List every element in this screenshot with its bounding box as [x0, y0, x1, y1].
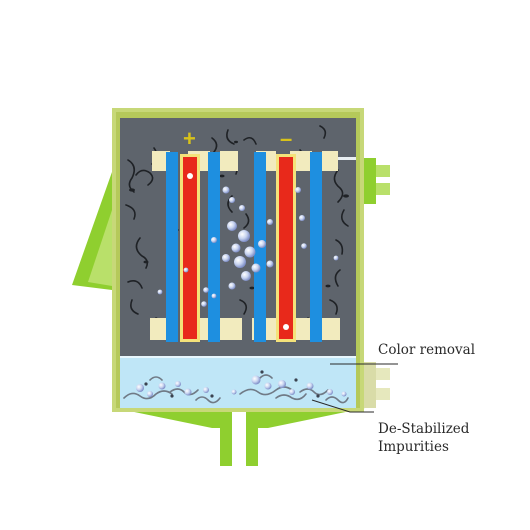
anode-plate-negative [276, 154, 296, 342]
destabilized-impurity-sludge [123, 370, 349, 404]
gas-bubbles [157, 186, 339, 307]
pollutant-specks [129, 140, 349, 290]
impurities-leader [311, 399, 374, 413]
anode-plate-positive [180, 154, 200, 342]
negative-terminal-sign: – [280, 126, 293, 151]
bottom-right-outlet-connector [362, 362, 390, 408]
callout-lines [311, 363, 398, 413]
cathode-plate-1 [166, 152, 178, 342]
destabilized-impurities-label-line2: Impurities [378, 439, 449, 455]
water-surface-line [120, 356, 356, 358]
destabilized-impurities-label-line1: De-Stabilized [378, 421, 470, 437]
color-removal-label: Color removal [378, 342, 476, 358]
outlet-pipe-bore [232, 408, 246, 466]
cathode-plate-4 [310, 152, 322, 342]
positive-terminal-sign: + [183, 126, 196, 151]
top-right-inlet-connector [362, 158, 390, 204]
tank-left-fin-shade [88, 210, 112, 286]
cathode-plate-2 [208, 152, 220, 342]
outlet-pipe-left [220, 408, 232, 466]
outlet-pipe-right [246, 408, 258, 466]
lower-plate-holders [150, 318, 340, 340]
clarified-water-layer [120, 356, 356, 408]
cathode-plates [166, 152, 322, 342]
